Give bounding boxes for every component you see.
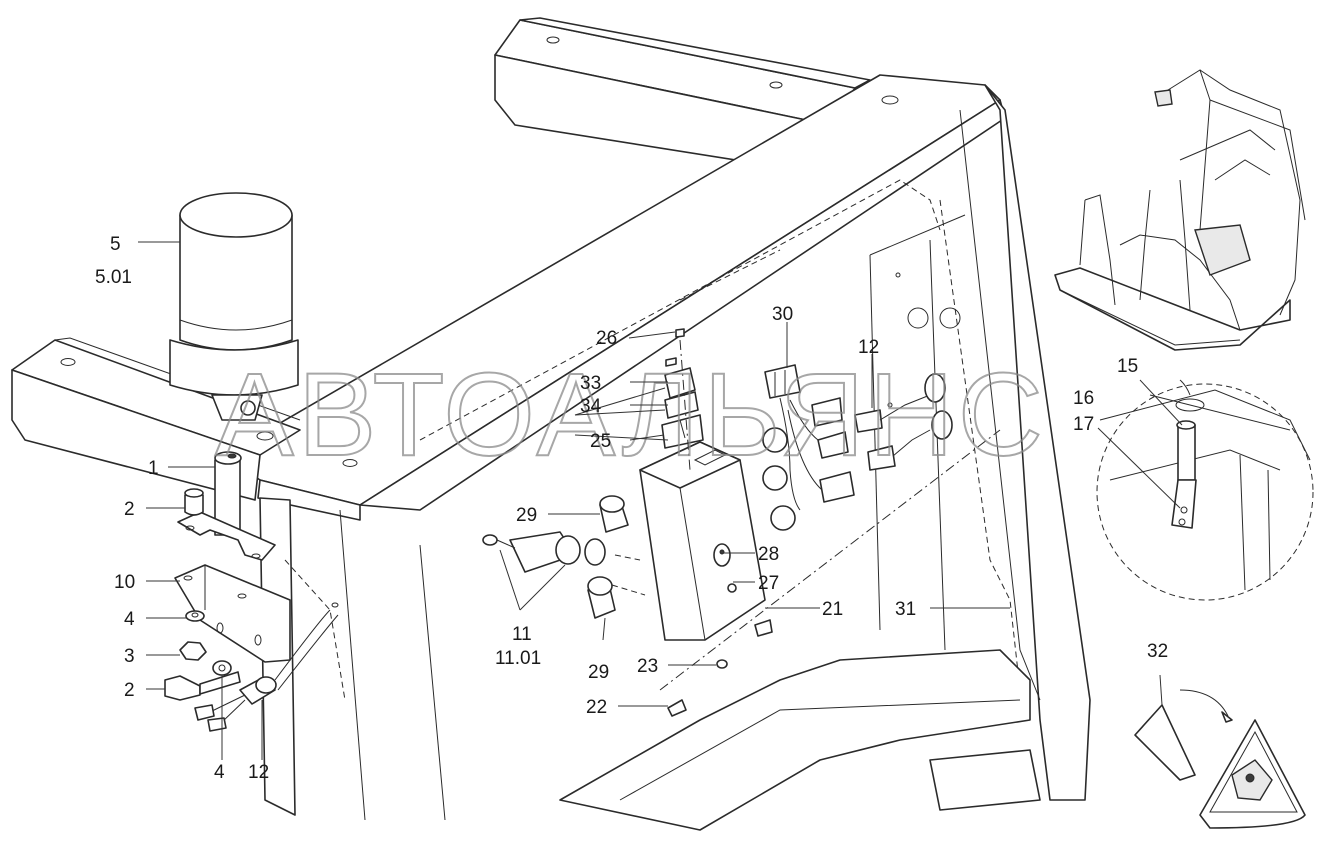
callout-23: 23 bbox=[637, 656, 658, 677]
lamp-bracket bbox=[164, 451, 339, 732]
tractor-thumbnail bbox=[1054, 69, 1306, 351]
callout-15: 15 bbox=[1117, 356, 1138, 377]
callout-31: 31 bbox=[895, 599, 916, 620]
callout-4-lower: 4 bbox=[214, 762, 225, 783]
callout-1: 1 bbox=[148, 458, 159, 479]
callout-28: 28 bbox=[758, 544, 779, 565]
callout-30: 30 bbox=[772, 304, 793, 325]
callout-29-lower: 29 bbox=[588, 662, 609, 683]
callout-29-upper: 29 bbox=[516, 505, 537, 526]
wiring-harness bbox=[762, 364, 953, 531]
callout-11: 11 bbox=[512, 624, 532, 645]
callout-17: 17 bbox=[1073, 414, 1094, 435]
callout-26: 26 bbox=[596, 328, 617, 349]
callout-11-01: 11.01 bbox=[495, 648, 541, 669]
callout-12-lower: 12 bbox=[248, 762, 269, 783]
beacon-lamp bbox=[169, 192, 299, 441]
callout-21: 21 bbox=[822, 599, 843, 620]
callout-27: 27 bbox=[758, 573, 779, 594]
callout-3: 3 bbox=[124, 646, 135, 667]
callout-10: 10 bbox=[114, 572, 135, 593]
callout-2-upper: 2 bbox=[124, 499, 135, 520]
callout-22: 22 bbox=[586, 697, 607, 718]
warning-sticker bbox=[1134, 689, 1306, 829]
callout-34: 34 bbox=[580, 396, 602, 417]
callout-12-upper: 12 bbox=[858, 337, 879, 358]
callout-25: 25 bbox=[590, 431, 611, 452]
callout-16: 16 bbox=[1073, 388, 1094, 409]
watermark-text: АВТОАЛЬЯНС bbox=[215, 349, 1047, 481]
callout-5-01: 5.01 bbox=[95, 267, 132, 288]
callout-5: 5 bbox=[110, 234, 121, 255]
leader-lines bbox=[138, 241, 1183, 760]
switch-box bbox=[482, 328, 773, 717]
callout-labels: 5 5.01 1 2 10 4 3 2 4 12 26 33 34 25 30 … bbox=[95, 234, 1168, 783]
detail-inset bbox=[1096, 379, 1314, 601]
callout-4-upper: 4 bbox=[124, 609, 135, 630]
callout-32: 32 bbox=[1147, 641, 1168, 662]
callout-2-lower: 2 bbox=[124, 680, 135, 701]
callout-33: 33 bbox=[580, 373, 601, 394]
